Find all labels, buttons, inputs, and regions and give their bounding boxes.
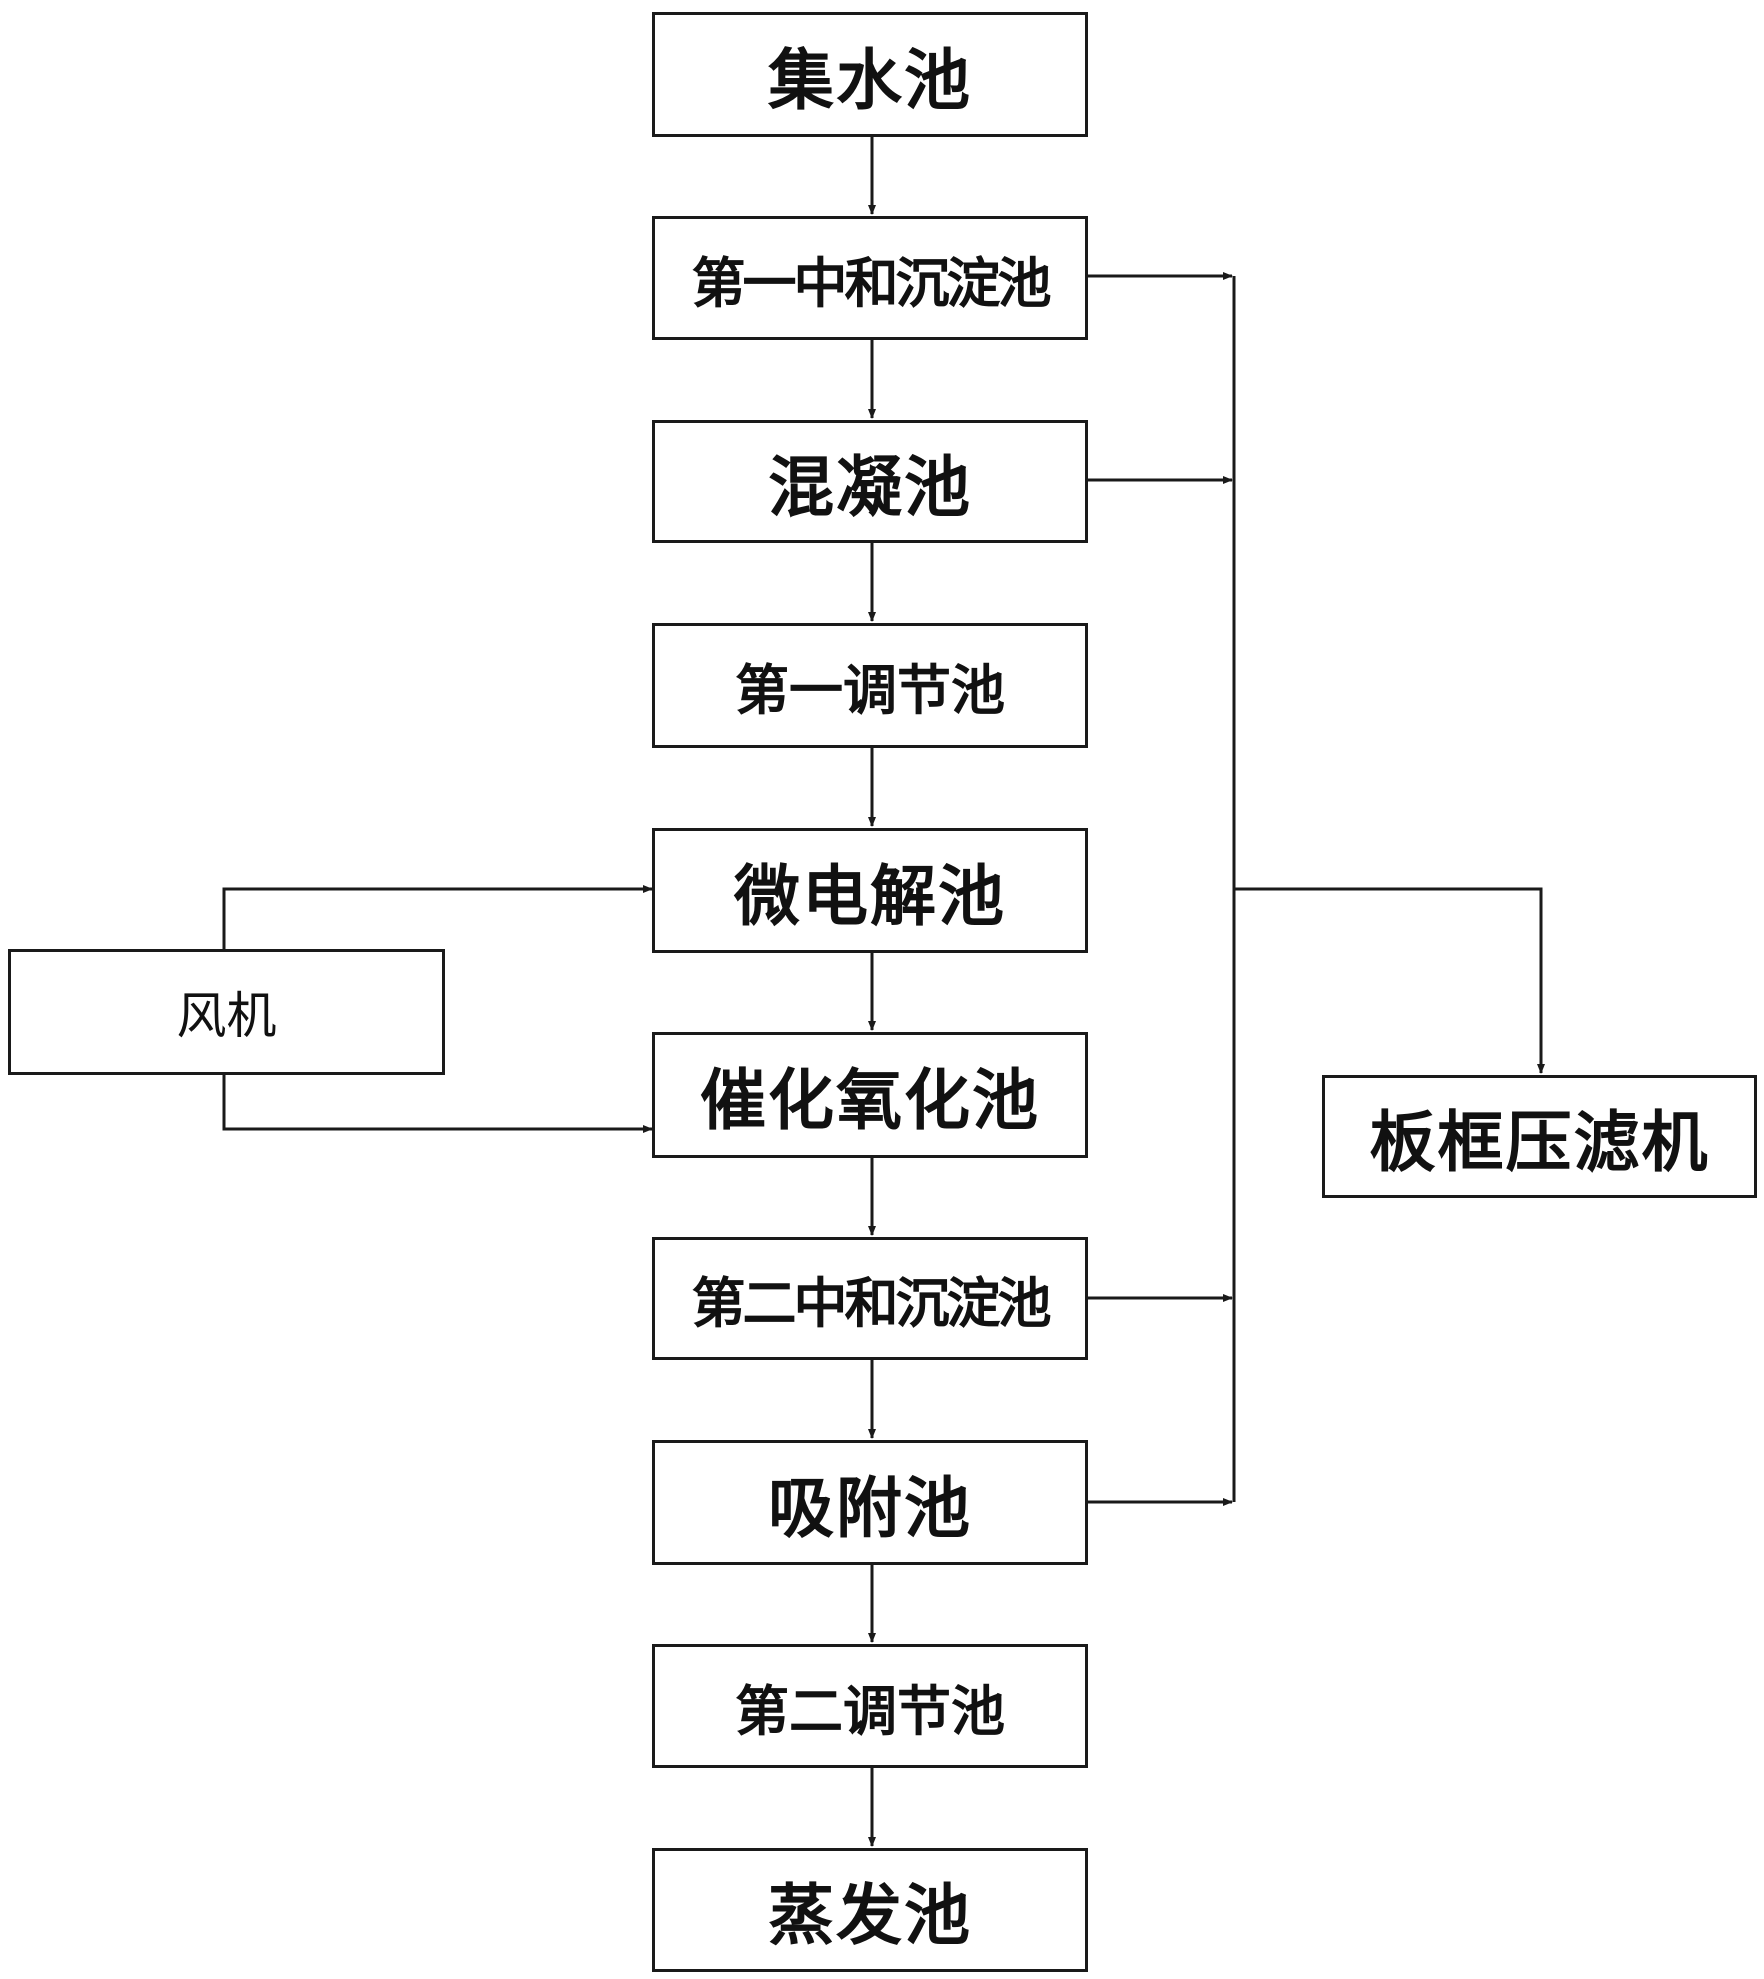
node-blower: 风机 — [8, 949, 445, 1075]
air-arrow-blower-to-micro-electrolysis — [222, 885, 653, 949]
node-adsorption-pool: 吸附池 — [652, 1440, 1088, 1565]
node-plate-frame-filter-press: 板框压滤机 — [1322, 1075, 1757, 1198]
node-micro-electrolysis-pool: 微电解池 — [652, 828, 1088, 953]
node-collect-pool: 集水池 — [652, 12, 1088, 137]
arrow-collector-to-filter-press — [1234, 887, 1545, 1074]
node-evaporation-pool: 蒸发池 — [652, 1848, 1088, 1972]
node-coagulation-pool: 混凝池 — [652, 420, 1088, 543]
node-first-regulating-pool: 第一调节池 — [652, 623, 1088, 748]
node-second-regulating-pool: 第二调节池 — [652, 1644, 1088, 1768]
node-first-neutral-settling-pool: 第一中和沉淀池 — [652, 216, 1088, 340]
node-catalytic-oxidation-pool: 催化氧化池 — [652, 1032, 1088, 1158]
node-second-neutral-settling-pool: 第二中和沉淀池 — [652, 1237, 1088, 1360]
air-arrow-blower-to-catalytic-oxidation — [222, 1075, 653, 1133]
